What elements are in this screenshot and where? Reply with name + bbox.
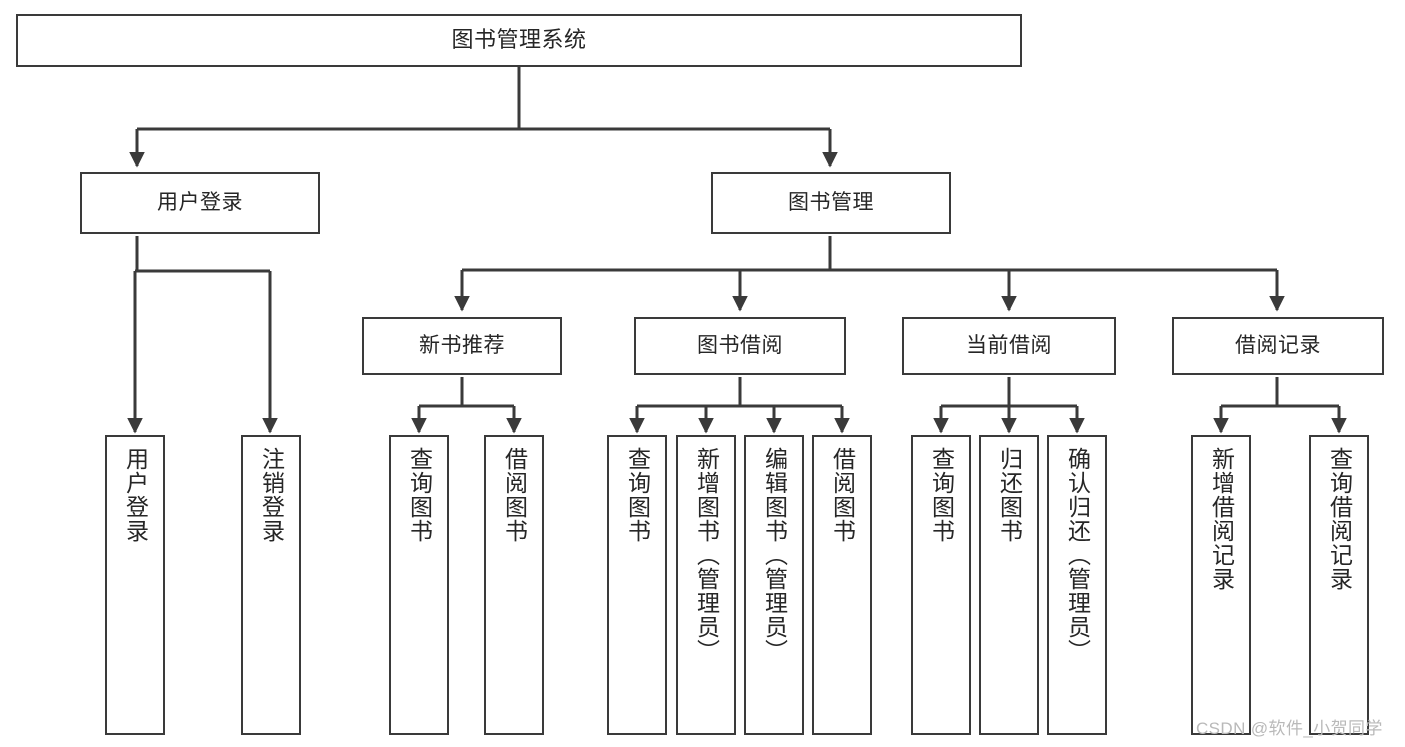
node-new-book-recommend[interactable]: 新书推荐 — [362, 317, 562, 375]
node-label: 新增借阅记录 — [1208, 447, 1235, 591]
node-leaf-logout-login[interactable]: 注销登录 — [241, 435, 301, 735]
node-label: 归还图书 — [996, 447, 1023, 543]
node-leaf-query-book-3[interactable]: 查询图书 — [911, 435, 971, 735]
node-label: 借阅图书 — [829, 447, 856, 543]
node-label: 新书推荐 — [419, 334, 505, 358]
node-leaf-return-book[interactable]: 归还图书 — [979, 435, 1039, 735]
node-label: 借阅图书 — [501, 447, 528, 543]
node-label: 用户登录 — [157, 191, 243, 215]
node-leaf-borrow-book-1[interactable]: 借阅图书 — [484, 435, 544, 735]
node-label: 确认归还（管理员） — [1064, 447, 1091, 663]
node-label: 新增图书（管理员） — [693, 447, 720, 663]
node-current-borrow[interactable]: 当前借阅 — [902, 317, 1116, 375]
node-label: 查询图书 — [624, 447, 651, 543]
node-label: 查询图书 — [928, 447, 955, 543]
node-label: 当前借阅 — [966, 334, 1052, 358]
node-leaf-user-login[interactable]: 用户登录 — [105, 435, 165, 735]
node-root-book-management-system[interactable]: 图书管理系统 — [16, 14, 1022, 67]
node-user-login[interactable]: 用户登录 — [80, 172, 320, 234]
node-leaf-edit-book[interactable]: 编辑图书（管理员） — [744, 435, 804, 735]
node-leaf-add-record[interactable]: 新增借阅记录 — [1191, 435, 1251, 735]
node-label: 用户登录 — [122, 447, 149, 543]
node-borrow-record[interactable]: 借阅记录 — [1172, 317, 1384, 375]
node-label: 查询图书 — [406, 447, 433, 543]
node-label: 图书管理系统 — [451, 27, 587, 53]
node-leaf-query-book-2[interactable]: 查询图书 — [607, 435, 667, 735]
node-label: 查询借阅记录 — [1326, 447, 1353, 591]
node-label: 图书借阅 — [697, 334, 783, 358]
node-label: 借阅记录 — [1235, 334, 1321, 358]
node-label: 编辑图书（管理员） — [761, 447, 788, 663]
node-leaf-confirm-return[interactable]: 确认归还（管理员） — [1047, 435, 1107, 735]
node-leaf-query-record[interactable]: 查询借阅记录 — [1309, 435, 1369, 735]
node-leaf-query-book-1[interactable]: 查询图书 — [389, 435, 449, 735]
node-label: 图书管理 — [788, 191, 874, 215]
node-leaf-add-book[interactable]: 新增图书（管理员） — [676, 435, 736, 735]
node-label: 注销登录 — [258, 447, 285, 543]
node-book-borrow[interactable]: 图书借阅 — [634, 317, 846, 375]
node-leaf-borrow-book-2[interactable]: 借阅图书 — [812, 435, 872, 735]
csdn-watermark: CSDN @软件_小贺同学 — [1196, 719, 1383, 738]
node-book-management[interactable]: 图书管理 — [711, 172, 951, 234]
